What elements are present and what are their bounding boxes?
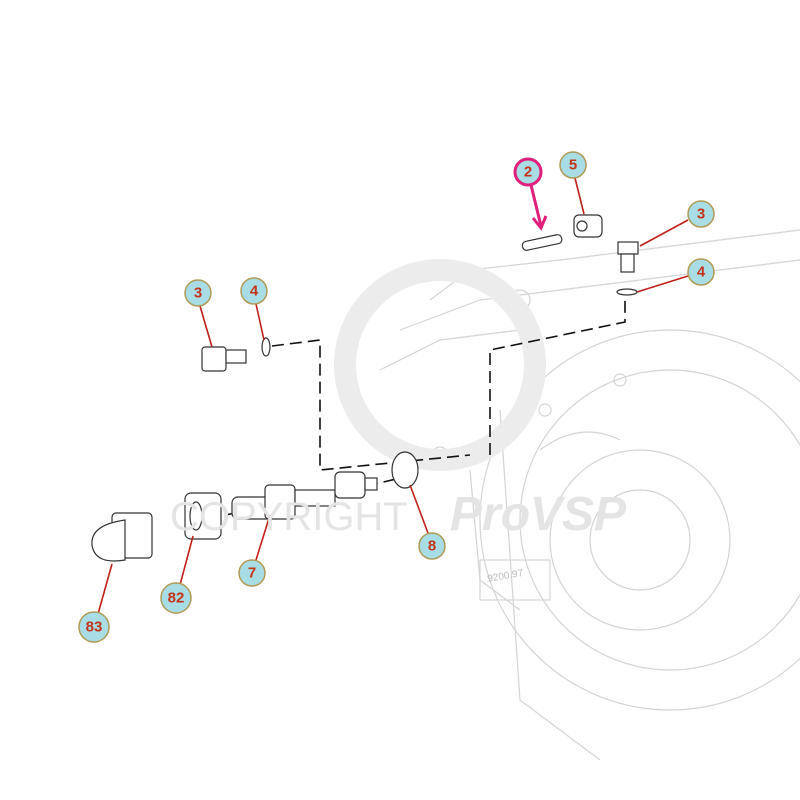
- part-oring-8: [391, 451, 419, 489]
- assembly-line: [489, 298, 626, 455]
- svg-text:5: 5: [569, 157, 577, 174]
- callout-82: 82: [160, 582, 192, 614]
- svg-text:82: 82: [168, 590, 185, 607]
- svg-text:2: 2: [524, 164, 532, 181]
- part-pin-2: [521, 234, 563, 251]
- callout-2: 2: [513, 157, 543, 187]
- svg-text:8: 8: [428, 538, 436, 555]
- svg-text:83: 83: [86, 619, 103, 636]
- callout-4-left: 4: [240, 277, 268, 305]
- part-nut-5: [573, 214, 603, 238]
- part-valve-7: [231, 471, 378, 520]
- svg-text:4: 4: [697, 264, 706, 281]
- callout-3-left: 3: [184, 279, 212, 307]
- part-nut-82: [184, 492, 222, 540]
- leader-lines: [97, 177, 689, 615]
- callout-7: 7: [238, 559, 266, 587]
- svg-text:3: 3: [697, 206, 705, 223]
- callout-5: 5: [559, 151, 587, 179]
- engine-stamp: 9200.97: [487, 568, 525, 585]
- callout-83: 83: [78, 611, 110, 643]
- copyright-watermark-mark: [334, 259, 546, 471]
- part-cap-nut-83: [91, 512, 153, 562]
- part-bolt-3-left: [201, 346, 247, 372]
- watermark-copyright-text: COPYRIGHT: [170, 495, 408, 539]
- callout-4-right: 4: [687, 258, 715, 286]
- svg-text:3: 3: [194, 285, 202, 302]
- svg-text:4: 4: [250, 283, 259, 300]
- part-washer-4-right: [616, 288, 638, 296]
- svg-text:7: 7: [248, 565, 256, 582]
- watermark-brand-text: ProVSP: [450, 488, 627, 541]
- callout-3-right: 3: [687, 200, 715, 228]
- part-washer-4-left: [261, 337, 271, 357]
- copyright-watermark: COPYRIGHT ProVSP: [170, 488, 627, 541]
- callout-8: 8: [418, 532, 446, 560]
- part-bolt-3-right: [617, 241, 639, 273]
